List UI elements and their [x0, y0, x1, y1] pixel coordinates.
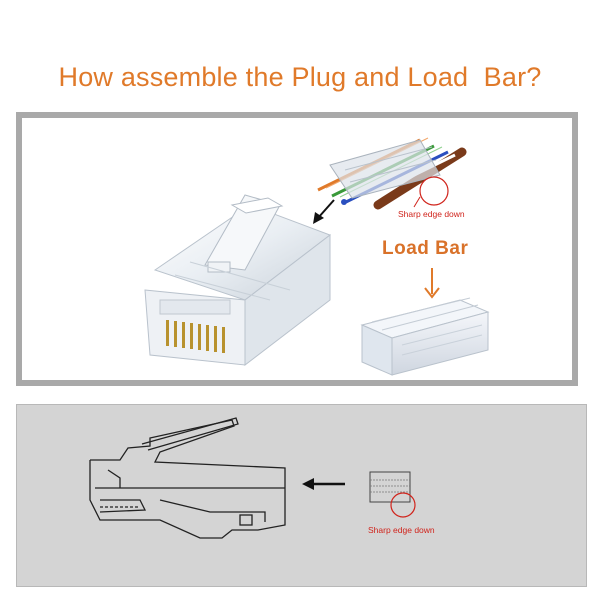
sharp-edge-label-top: Sharp edge down	[398, 209, 465, 219]
drawing-panel	[16, 404, 587, 587]
rj45-plug-image	[144, 194, 332, 367]
black-arrow-icon	[302, 478, 345, 490]
red-circle-marker-icon	[419, 176, 449, 206]
plug-contacts	[166, 320, 225, 353]
load-bar-image	[360, 297, 490, 376]
red-circle-marker-icon	[390, 492, 416, 518]
page-title: How assemble the Plug and Load Bar?	[58, 62, 542, 92]
black-arrow-icon	[313, 199, 335, 224]
plug-outline-drawing	[89, 417, 286, 539]
orange-down-arrow-icon	[424, 268, 440, 299]
load-bar-drawing	[369, 471, 411, 503]
sharp-edge-label-bottom: Sharp edge down	[368, 525, 435, 535]
load-bar-label: Load Bar	[382, 238, 469, 259]
cable-with-load-bar-image	[317, 137, 467, 210]
